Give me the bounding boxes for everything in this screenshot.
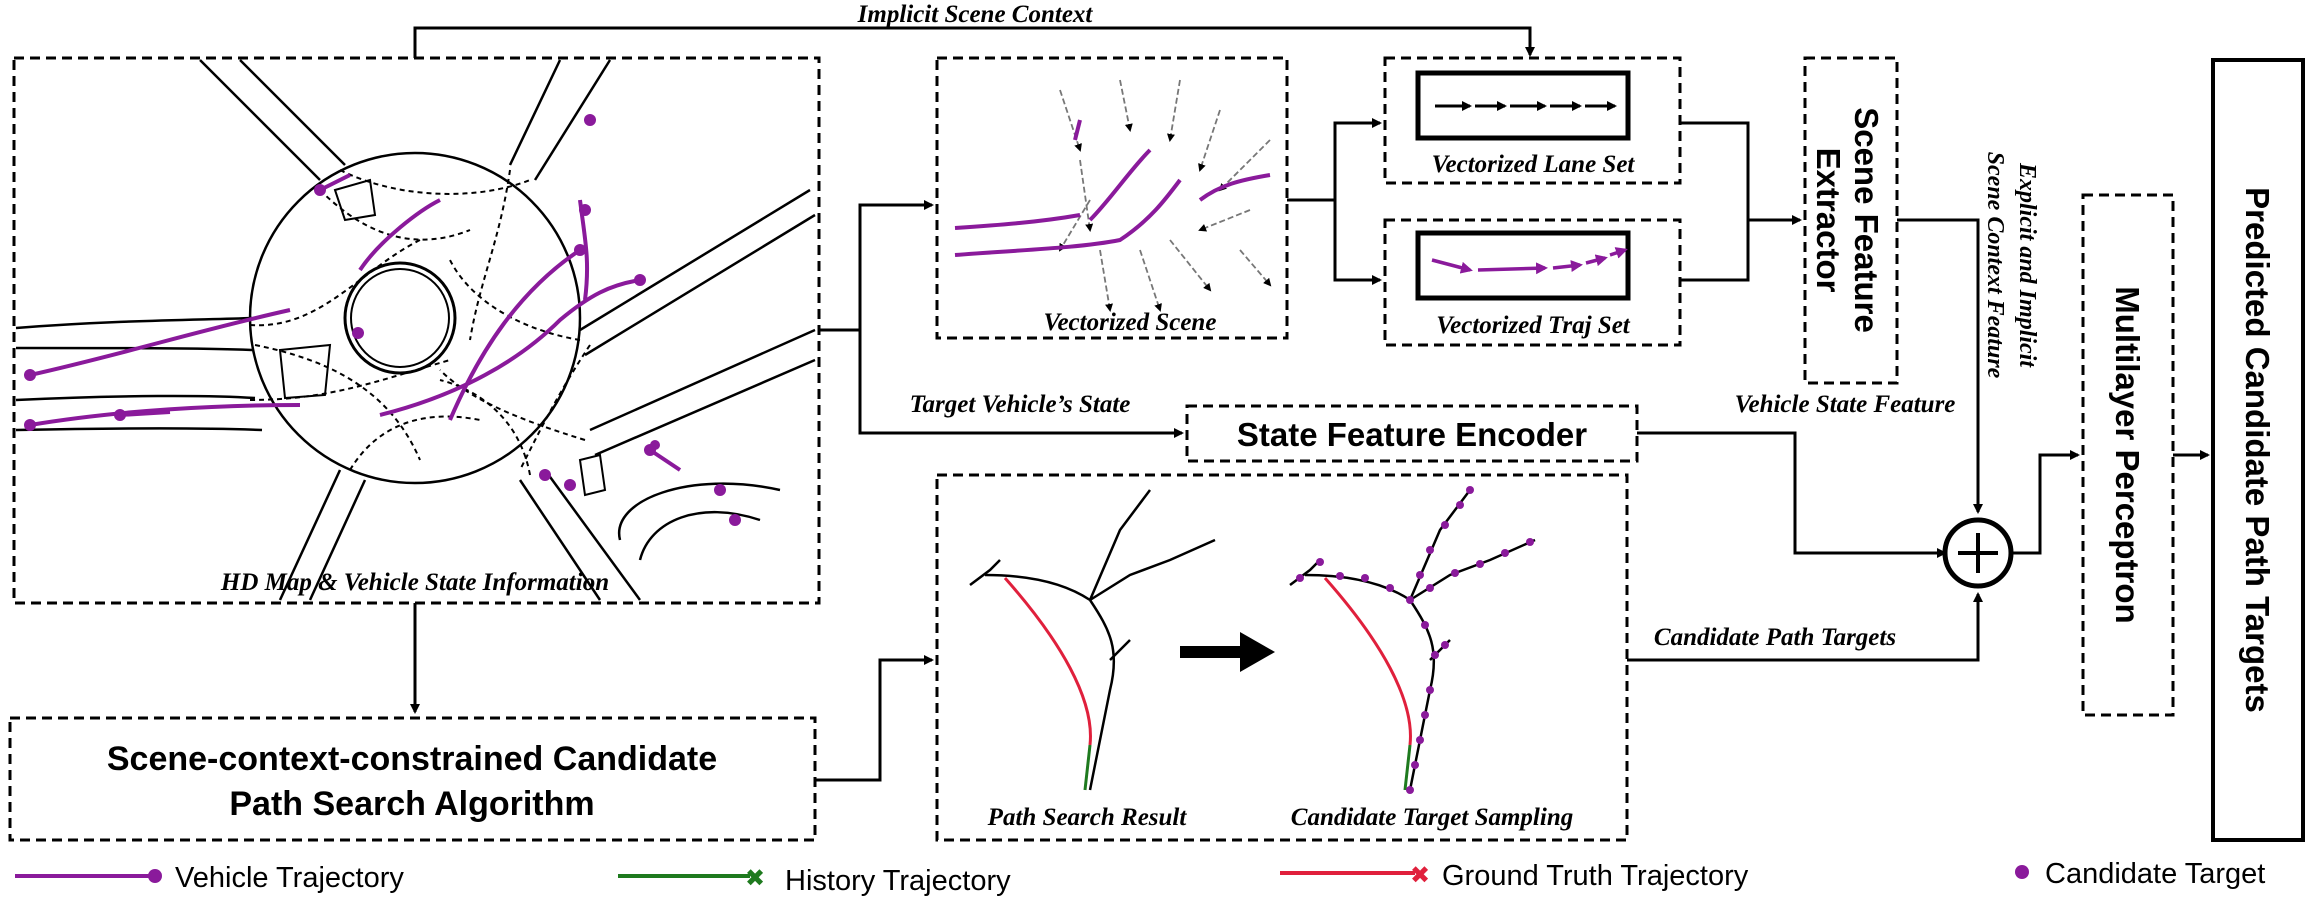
svg-text:Ground Truth Trajectory: Ground Truth Trajectory (1442, 860, 1749, 892)
state-encoder-label: State Feature Encoder (1237, 416, 1587, 453)
candidate-path-targets-label: Candidate Path Targets (1654, 624, 1896, 651)
vehicle-state-feature-label: Vehicle State Feature (1735, 391, 1956, 418)
legend-ground-truth-trajectory: ✖ Ground Truth Trajectory (1280, 860, 1749, 892)
path-search-result-label: Path Search Result (987, 804, 1188, 831)
legend-history-trajectory: ✖ History Trajectory (618, 864, 1011, 897)
svg-text:Vehicle Trajectory: Vehicle Trajectory (175, 862, 404, 894)
scene-feature-extractor: Scene Feature Extractor (1803, 56, 1899, 385)
legend-vehicle-trajectory: Vehicle Trajectory (15, 862, 404, 894)
explicit-feature-label-2: Scene Context Feature (1982, 152, 2008, 379)
path-search-panel: Path Search Result Candidate Target Samp… (935, 473, 1629, 842)
state-feature-encoder: State Feature Encoder (1185, 404, 1639, 463)
target-state-label: Target Vehicle’s State (910, 391, 1131, 418)
svg-text:✖: ✖ (745, 864, 765, 892)
lane-set-panel: Vectorized Lane Set (1383, 56, 1682, 185)
svg-text:✖: ✖ (1410, 861, 1430, 889)
mlp-box: Multilayer Perceptron (2081, 193, 2175, 717)
road-network (15, 59, 816, 601)
vectorized-scene-panel: Vectorized Scene (935, 56, 1289, 340)
extractor-label-2: Extractor (1810, 148, 1847, 293)
search-algorithm-box: Scene-context-constrained Candidate Path… (8, 716, 817, 842)
implicit-context-label: Implicit Scene Context (857, 1, 1094, 28)
svg-text:History Trajectory: History Trajectory (785, 865, 1011, 897)
mlp-label: Multilayer Perceptron (2109, 286, 2146, 623)
search-algo-line2: Path Search Algorithm (229, 785, 594, 823)
hd-map-label: HD Map & Vehicle State Information (220, 569, 609, 596)
lane-set-label: Vectorized Lane Set (1432, 151, 1636, 178)
legend: Vehicle Trajectory ✖ History Trajectory … (15, 858, 2265, 897)
explicit-feature-label-1: Explicit and Implicit (2014, 162, 2040, 368)
vehicle-dots (24, 114, 741, 526)
candidate-sampling-label: Candidate Target Sampling (1291, 804, 1573, 831)
implicit-context-arrow (413, 26, 1535, 58)
hd-map-panel: HD Map & Vehicle State Information (12, 56, 821, 605)
legend-candidate-target: Candidate Target (2015, 858, 2265, 890)
extractor-label-1: Scene Feature (1848, 107, 1885, 333)
traj-set-label: Vectorized Traj Set (1436, 312, 1631, 339)
predicted-box: Predicted Candidate Path Targets (2211, 58, 2305, 842)
search-algo-line1: Scene-context-constrained Candidate (107, 740, 717, 778)
predicted-label: Predicted Candidate Path Targets (2239, 187, 2276, 713)
roundabout-island (343, 261, 457, 375)
map-to-encoder-arrow (858, 330, 1184, 438)
traj-set-panel: Vectorized Traj Set (1383, 218, 1682, 347)
sum-node (1942, 517, 2014, 589)
lane-connectors (249, 169, 591, 476)
vectorized-scene-label: Vectorized Scene (1044, 309, 1217, 336)
svg-text:Candidate Target: Candidate Target (2045, 858, 2265, 890)
map-to-scene-arrow (819, 200, 934, 332)
